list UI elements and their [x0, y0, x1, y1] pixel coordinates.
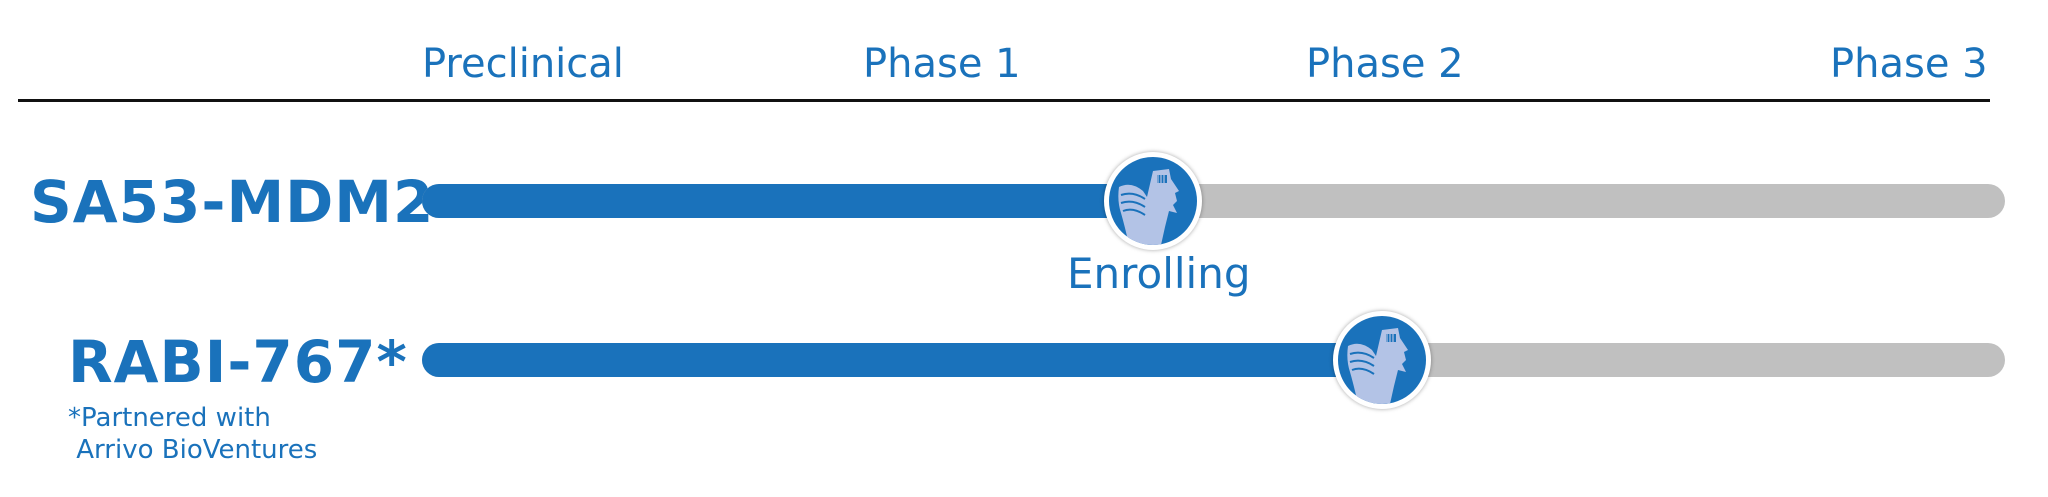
- progress-marker-rabi-767: [1333, 311, 1431, 409]
- status-label-enrolling: Enrolling: [1067, 249, 1251, 298]
- phase-3-label: Phase 3: [1830, 41, 1988, 87]
- header-divider: [18, 99, 1990, 102]
- phase-1-label: Phase 1: [863, 41, 1021, 87]
- phase-2-label: Phase 2: [1306, 41, 1464, 87]
- progress-track-rabi-767: [422, 343, 2005, 377]
- sphinx-logo-icon: [1347, 328, 1408, 404]
- sphinx-logo-icon: [1118, 169, 1179, 245]
- progress-marker-sa53-mdm2: [1104, 152, 1202, 250]
- progress-track-sa53-mdm2: [422, 184, 2005, 218]
- progress-fill-rabi-767: [422, 343, 1382, 377]
- program-name-rabi-767: RABI-767*: [68, 328, 408, 396]
- progress-fill-sa53-mdm2: [422, 184, 1153, 218]
- partner-footnote: *Partnered with Arrivo BioVentures: [68, 403, 318, 465]
- program-name-sa53-mdm2: SA53-MDM2: [30, 168, 435, 236]
- phase-preclinical-label: Preclinical: [422, 41, 624, 87]
